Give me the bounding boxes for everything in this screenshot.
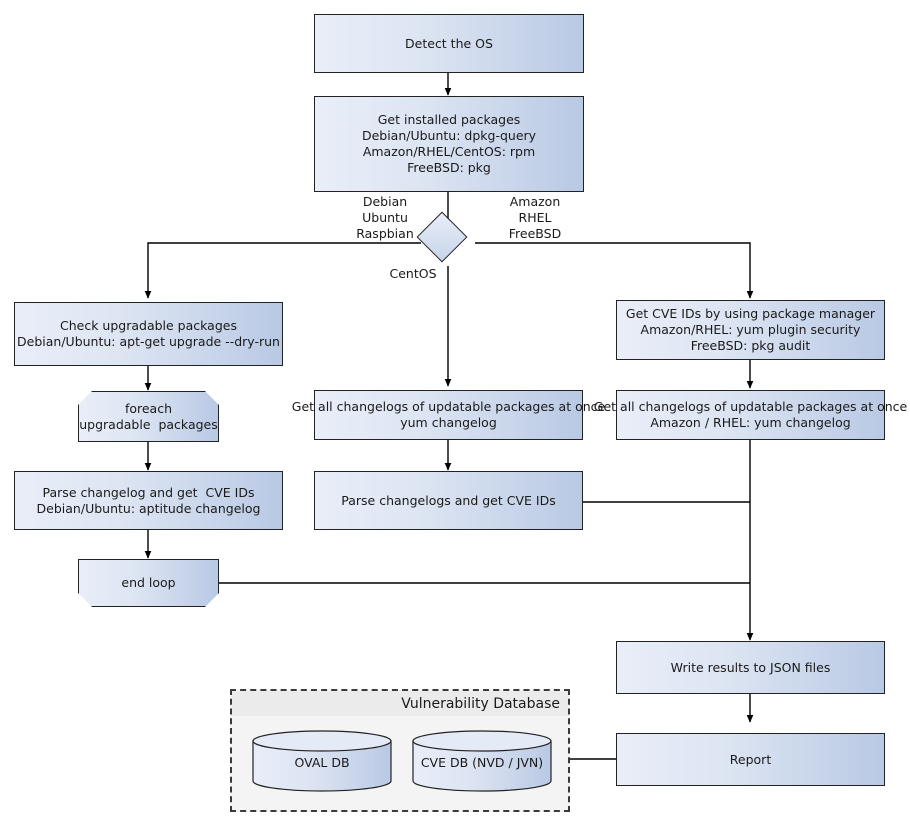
node-detect-os-label: Detect the OS — [405, 35, 493, 51]
node-write-results-json[interactable]: Write results to JSON files — [616, 641, 885, 694]
database-cylinder-oval-label: OVAL DB — [294, 755, 350, 770]
node-get-cve-ids-package-manager-label: Get CVE IDs by using package manager Ama… — [625, 306, 876, 353]
node-parse-changelog-debian-label: Parse changelog and get CVE IDs Debian/U… — [36, 484, 261, 516]
edge-decision-amazon — [475, 242, 754, 299]
node-write-results-json-label: Write results to JSON files — [670, 659, 831, 675]
node-check-upgradable-packages-label: Check upgradable packages Debian/Ubuntu:… — [17, 318, 280, 349]
node-end-loop[interactable]: end loop — [78, 559, 219, 607]
edge-label-amazon: Amazon RHEL FreeBSD — [508, 194, 562, 241]
node-get-changelogs-centos[interactable]: Get all changelogs of updatable packages… — [292, 390, 605, 440]
database-cylinder-cve[interactable]: CVE DB (NVD / JVN) — [412, 730, 552, 792]
edge-label-debian: Debian Ubuntu Raspbian — [356, 194, 414, 241]
node-parse-changelogs-centos-label: Parse changelogs and get CVE IDs — [341, 492, 556, 508]
node-parse-changelogs-centos[interactable]: Parse changelogs and get CVE IDs — [314, 471, 583, 530]
node-check-upgradable-packages[interactable]: Check upgradable packages Debian/Ubuntu:… — [14, 302, 283, 366]
database-cylinder-cve-label: CVE DB (NVD / JVN) — [420, 755, 544, 770]
database-cylinder-oval[interactable]: OVAL DB — [252, 730, 392, 792]
node-foreach-loop-start-label: foreach upgradable packages — [79, 400, 218, 432]
node-get-installed-packages-label: Get installed packages Debian/Ubuntu: dp… — [361, 112, 537, 175]
node-end-loop-label: end loop — [121, 575, 176, 590]
node-detect-os[interactable]: Detect the OS — [314, 14, 584, 73]
node-get-changelogs-centos-label: Get all changelogs of updatable packages… — [291, 399, 606, 430]
node-report-label: Report — [729, 751, 772, 767]
node-get-installed-packages[interactable]: Get installed packages Debian/Ubuntu: dp… — [314, 96, 584, 192]
edge-label-centos: CentOS — [389, 266, 437, 281]
node-get-changelogs-amazon[interactable]: Get all changelogs of updatable packages… — [594, 390, 907, 440]
node-get-cve-ids-package-manager[interactable]: Get CVE IDs by using package manager Ama… — [616, 300, 885, 360]
node-parse-changelog-debian[interactable]: Parse changelog and get CVE IDs Debian/U… — [14, 471, 283, 530]
node-foreach-loop-start[interactable]: foreach upgradable packages — [78, 391, 219, 442]
vulnerability-database-title: Vulnerability Database — [232, 691, 568, 716]
node-get-changelogs-amazon-label: Get all changelogs of updatable packages… — [593, 399, 908, 430]
node-report[interactable]: Report — [616, 733, 885, 786]
vulnerability-database-group: Vulnerability Database OVAL DB — [230, 689, 570, 812]
